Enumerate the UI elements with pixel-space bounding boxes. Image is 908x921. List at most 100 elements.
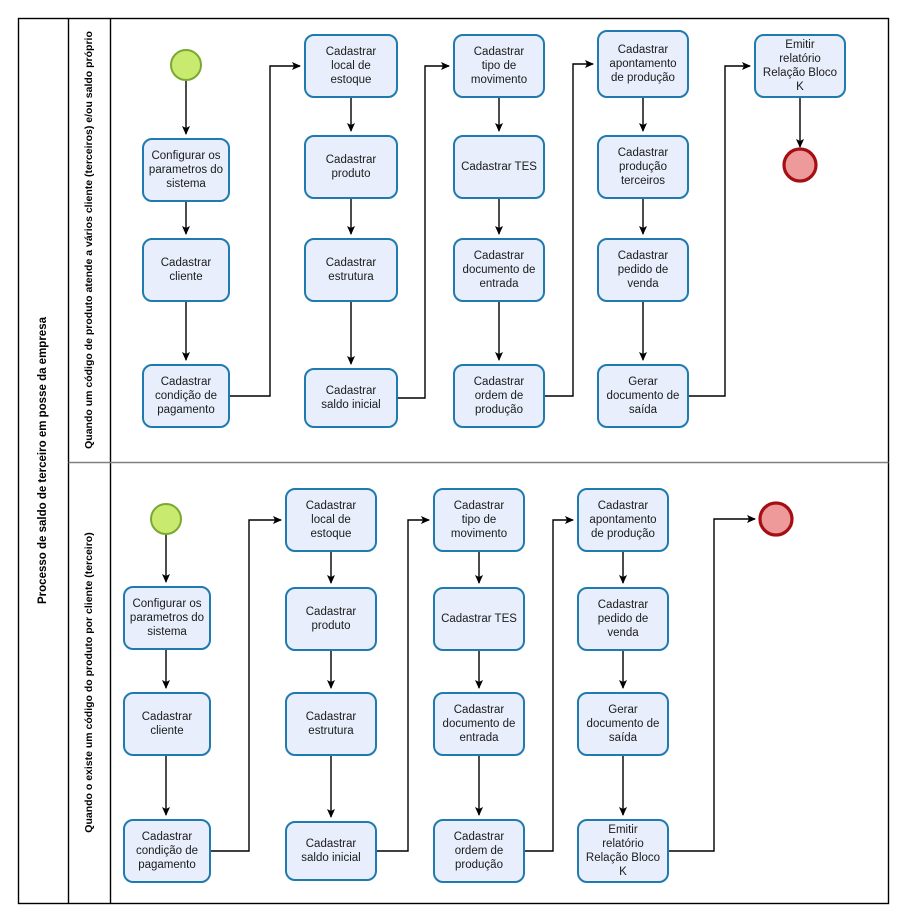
pool-outer-border [17,17,890,905]
task-shape [304,368,398,428]
task-shape [597,364,689,428]
task-shape [433,587,525,651]
task-shape [285,821,377,881]
task-label: Cadastrar TES [461,161,537,173]
sequence-flow-t3-4-to-t4-1 [544,60,594,397]
task-shape [597,135,689,199]
task-shape [142,238,230,302]
task-cadastrar-tes[interactable]: Cadastrar TES [453,135,545,199]
task-label: Cadastrar TES [441,613,517,625]
task-shape [577,692,669,756]
task-shape [285,587,377,651]
sequence-flow-b1-3-to-b2-1 [210,516,282,852]
sequence-flow-t2-4-to-t3-1 [397,62,450,399]
start-event-lane-inferior[interactable] [150,503,182,535]
end-event-lane-superior[interactable] [782,147,818,183]
task-shape [577,587,669,651]
start-event-lane-superior[interactable] [170,49,202,81]
lane-title-lane-inferior: Quando o existe um código do produto por… [83,532,95,832]
task-cadastrar-tes[interactable]: Cadastrar TES [433,587,525,651]
sequence-flow-t1-3-to-t2-1 [229,62,301,397]
task-shape [123,692,211,756]
task-shape [597,238,689,302]
task-shape [142,138,230,202]
task-shape [304,238,398,302]
task-shape [453,364,545,428]
task-shape [285,692,377,756]
sequence-flow-b2-4-to-b3-1 [376,516,430,852]
task-shape [285,488,377,552]
task-shape [304,34,398,98]
task-shape [597,30,689,98]
task-shape [453,238,545,302]
pool-labels: Processo de saldo de terceiro em posse d… [37,31,95,833]
task-shape [433,488,525,552]
task-shape [754,34,846,98]
sequence-flows [162,60,804,852]
sequence-flow-t4-4-to-t5-1 [688,62,751,397]
task-shape [433,819,525,883]
task-shape [433,692,525,756]
sequence-flow-b3-4-to-b4-1 [524,516,574,852]
task-shape [123,819,211,883]
pool-title: Processo de saldo de terceiro em posse d… [37,316,49,604]
end-event-lane-inferior[interactable] [758,501,794,537]
pool-frame [17,17,890,905]
